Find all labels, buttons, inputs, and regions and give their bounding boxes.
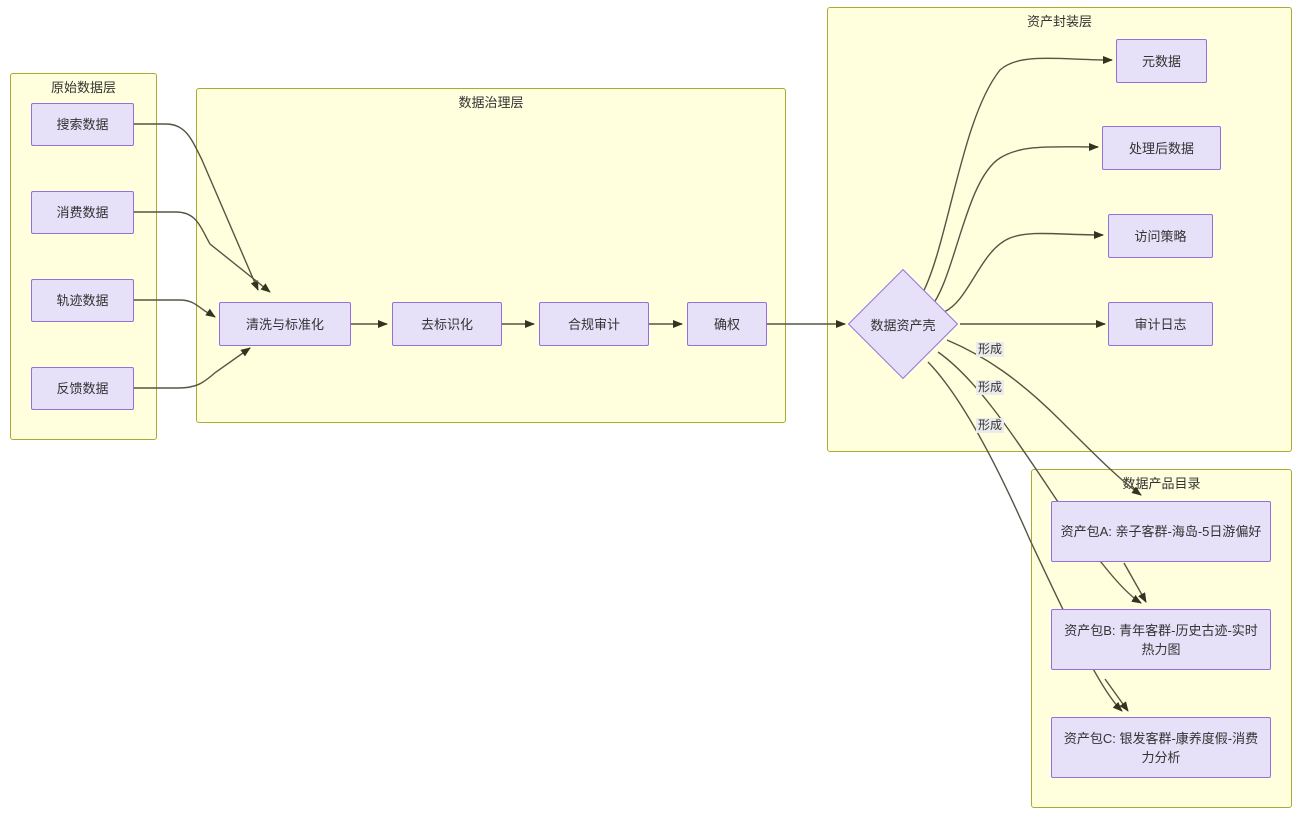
node-metadata[interactable]: 元数据 (1116, 39, 1207, 83)
node-asset-package-a[interactable]: 资产包A: 亲子客群-海岛-5日游偏好 (1051, 501, 1271, 562)
cluster-raw-data-layer-title: 原始数据层 (50, 80, 116, 95)
node-deidentification[interactable]: 去标识化 (392, 302, 502, 346)
node-data-asset-shell-label: 数据资产壳 (870, 317, 936, 333)
cluster-asset-packaging-layer-title: 资产封装层 (1026, 14, 1092, 29)
node-compliance-audit[interactable]: 合规审计 (539, 302, 649, 346)
cluster-data-product-catalog-title: 数据产品目录 (1122, 476, 1201, 491)
node-data-asset-shell[interactable]: 数据资产壳 (847, 268, 959, 380)
node-consume-data[interactable]: 消费数据 (31, 191, 134, 234)
node-clean-standardize[interactable]: 清洗与标准化 (219, 302, 351, 346)
node-trace-data[interactable]: 轨迹数据 (31, 279, 134, 322)
edge-label-form-a: 形成 (976, 342, 1005, 357)
edge-label-form-b: 形成 (976, 380, 1005, 395)
cluster-data-governance-layer: 数据治理层 (196, 88, 786, 423)
node-audit-log[interactable]: 审计日志 (1108, 302, 1213, 346)
node-search-data[interactable]: 搜索数据 (31, 103, 134, 146)
node-asset-package-b[interactable]: 资产包B: 青年客群-历史古迹-实时热力图 (1051, 609, 1271, 670)
node-asset-package-c[interactable]: 资产包C: 银发客群-康养度假-消费力分析 (1051, 717, 1271, 778)
node-processed-data[interactable]: 处理后数据 (1102, 126, 1221, 170)
cluster-data-governance-layer-title: 数据治理层 (458, 95, 524, 110)
cluster-asset-packaging-layer: 资产封装层 (827, 7, 1292, 452)
node-rights-confirmation[interactable]: 确权 (687, 302, 767, 346)
edge-label-form-c: 形成 (976, 418, 1005, 433)
node-feedback-data[interactable]: 反馈数据 (31, 367, 134, 410)
node-access-policy[interactable]: 访问策略 (1108, 214, 1213, 258)
